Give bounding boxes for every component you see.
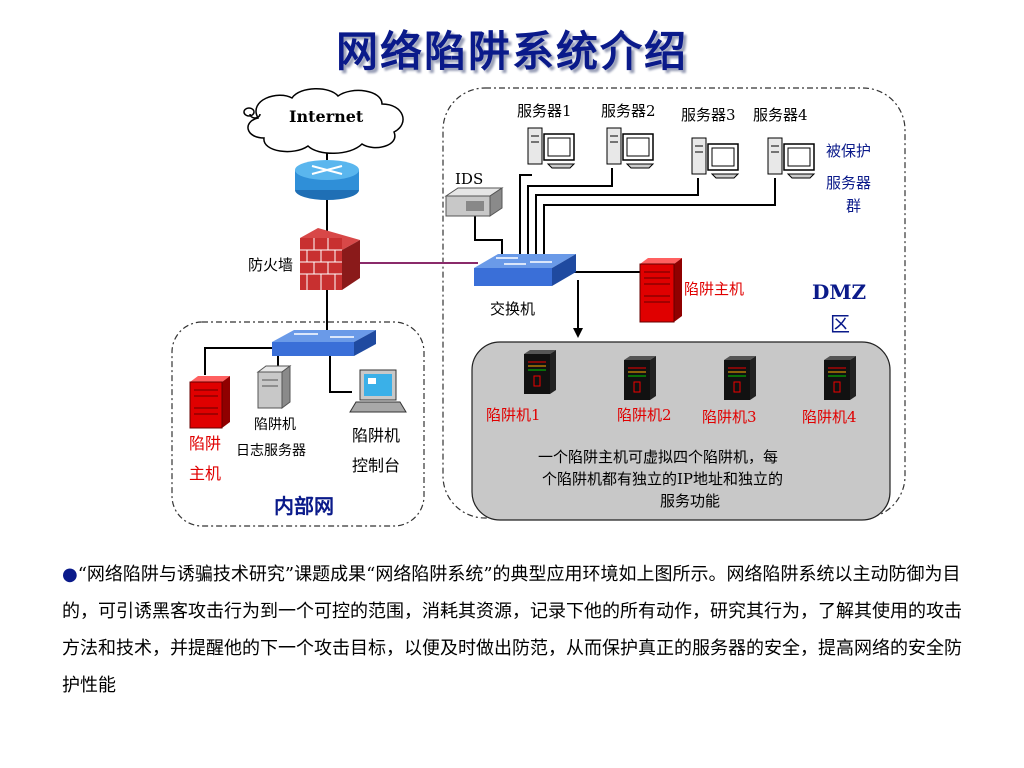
internal-zone xyxy=(171,321,425,527)
log-server-icon xyxy=(256,365,292,409)
trap-machine-icon-2 xyxy=(624,356,656,400)
trap-note-line-3: 服务功能 xyxy=(660,492,721,510)
trap-note-line-1: 一个陷阱主机可虚拟四个陷阱机，每 xyxy=(538,448,779,466)
dmz-label: DMZ xyxy=(812,280,867,304)
trap-label-1: 陷阱机1 xyxy=(486,406,541,424)
description-paragraph: ●“网络陷阱与诱骗技术研究”课题成果“网络陷阱系统”的典型应用环境如上图所示。网… xyxy=(62,556,977,704)
trap-label-2: 陷阱机2 xyxy=(617,406,672,424)
server-icon-4 xyxy=(767,137,816,179)
page-title: 网络陷阱系统介绍 xyxy=(335,27,688,76)
ids-icon xyxy=(444,187,504,217)
trap-label-3: 陷阱机3 xyxy=(702,408,757,426)
log-server-label-2: 日志服务器 xyxy=(236,443,306,459)
dmz-label-zone: 区 xyxy=(830,312,850,336)
trap-machine-icon-3 xyxy=(724,356,756,400)
protected-group-line-2: 服务器 xyxy=(826,174,872,192)
server-label-4: 服务器4 xyxy=(753,106,808,124)
console-label-1: 陷阱机 xyxy=(352,426,401,445)
protected-group-line-1: 被保护 xyxy=(826,142,872,160)
trap-panel xyxy=(471,341,891,521)
trap-label-4: 陷阱机4 xyxy=(802,408,857,426)
internal-trap-host-label-2: 主机 xyxy=(189,464,222,483)
dmz-zone xyxy=(442,87,906,519)
description-text: “网络陷阱与诱骗技术研究”课题成果“网络陷阱系统”的典型应用环境如上图所示。网络… xyxy=(62,564,962,696)
network-links xyxy=(204,135,776,393)
server-label-2: 服务器2 xyxy=(601,102,656,120)
link-icon xyxy=(243,107,261,119)
trap-machine-icon-1 xyxy=(524,350,556,394)
server-label-1: 服务器1 xyxy=(517,102,572,120)
server-icon-3 xyxy=(691,137,740,179)
firewall-label: 防火墙 xyxy=(248,256,294,274)
trap-host-icon xyxy=(639,258,682,323)
bullet-icon: ● xyxy=(62,564,78,585)
server-icon-2 xyxy=(606,127,655,169)
dmz-switch-icon xyxy=(474,254,576,286)
trap-host-label: 陷阱主机 xyxy=(684,280,745,298)
trap-machine-icon-4 xyxy=(824,356,856,400)
ids-label: IDS xyxy=(455,170,484,188)
internal-trap-host-icon xyxy=(189,376,230,429)
internet-cloud-icon xyxy=(247,88,404,154)
console-label-2: 控制台 xyxy=(352,456,401,475)
switch-label: 交换机 xyxy=(490,300,536,318)
server-label-3: 服务器3 xyxy=(681,106,736,124)
protected-group-line-3: 群 xyxy=(846,197,862,215)
console-icon xyxy=(349,369,407,413)
firewall-icon xyxy=(300,228,360,290)
internal-zone-label: 内部网 xyxy=(274,494,334,518)
router-icon xyxy=(295,160,359,200)
internet-label: Internet xyxy=(289,107,364,126)
arrow-down-icon xyxy=(573,328,583,338)
log-server-label-1: 陷阱机 xyxy=(254,417,296,433)
internal-trap-host-label-1: 陷阱 xyxy=(189,434,222,453)
internal-switch-icon xyxy=(272,330,376,356)
server-icon-1 xyxy=(527,127,576,169)
trap-note-line-2: 个陷阱机都有独立的IP地址和独立的 xyxy=(542,470,784,488)
